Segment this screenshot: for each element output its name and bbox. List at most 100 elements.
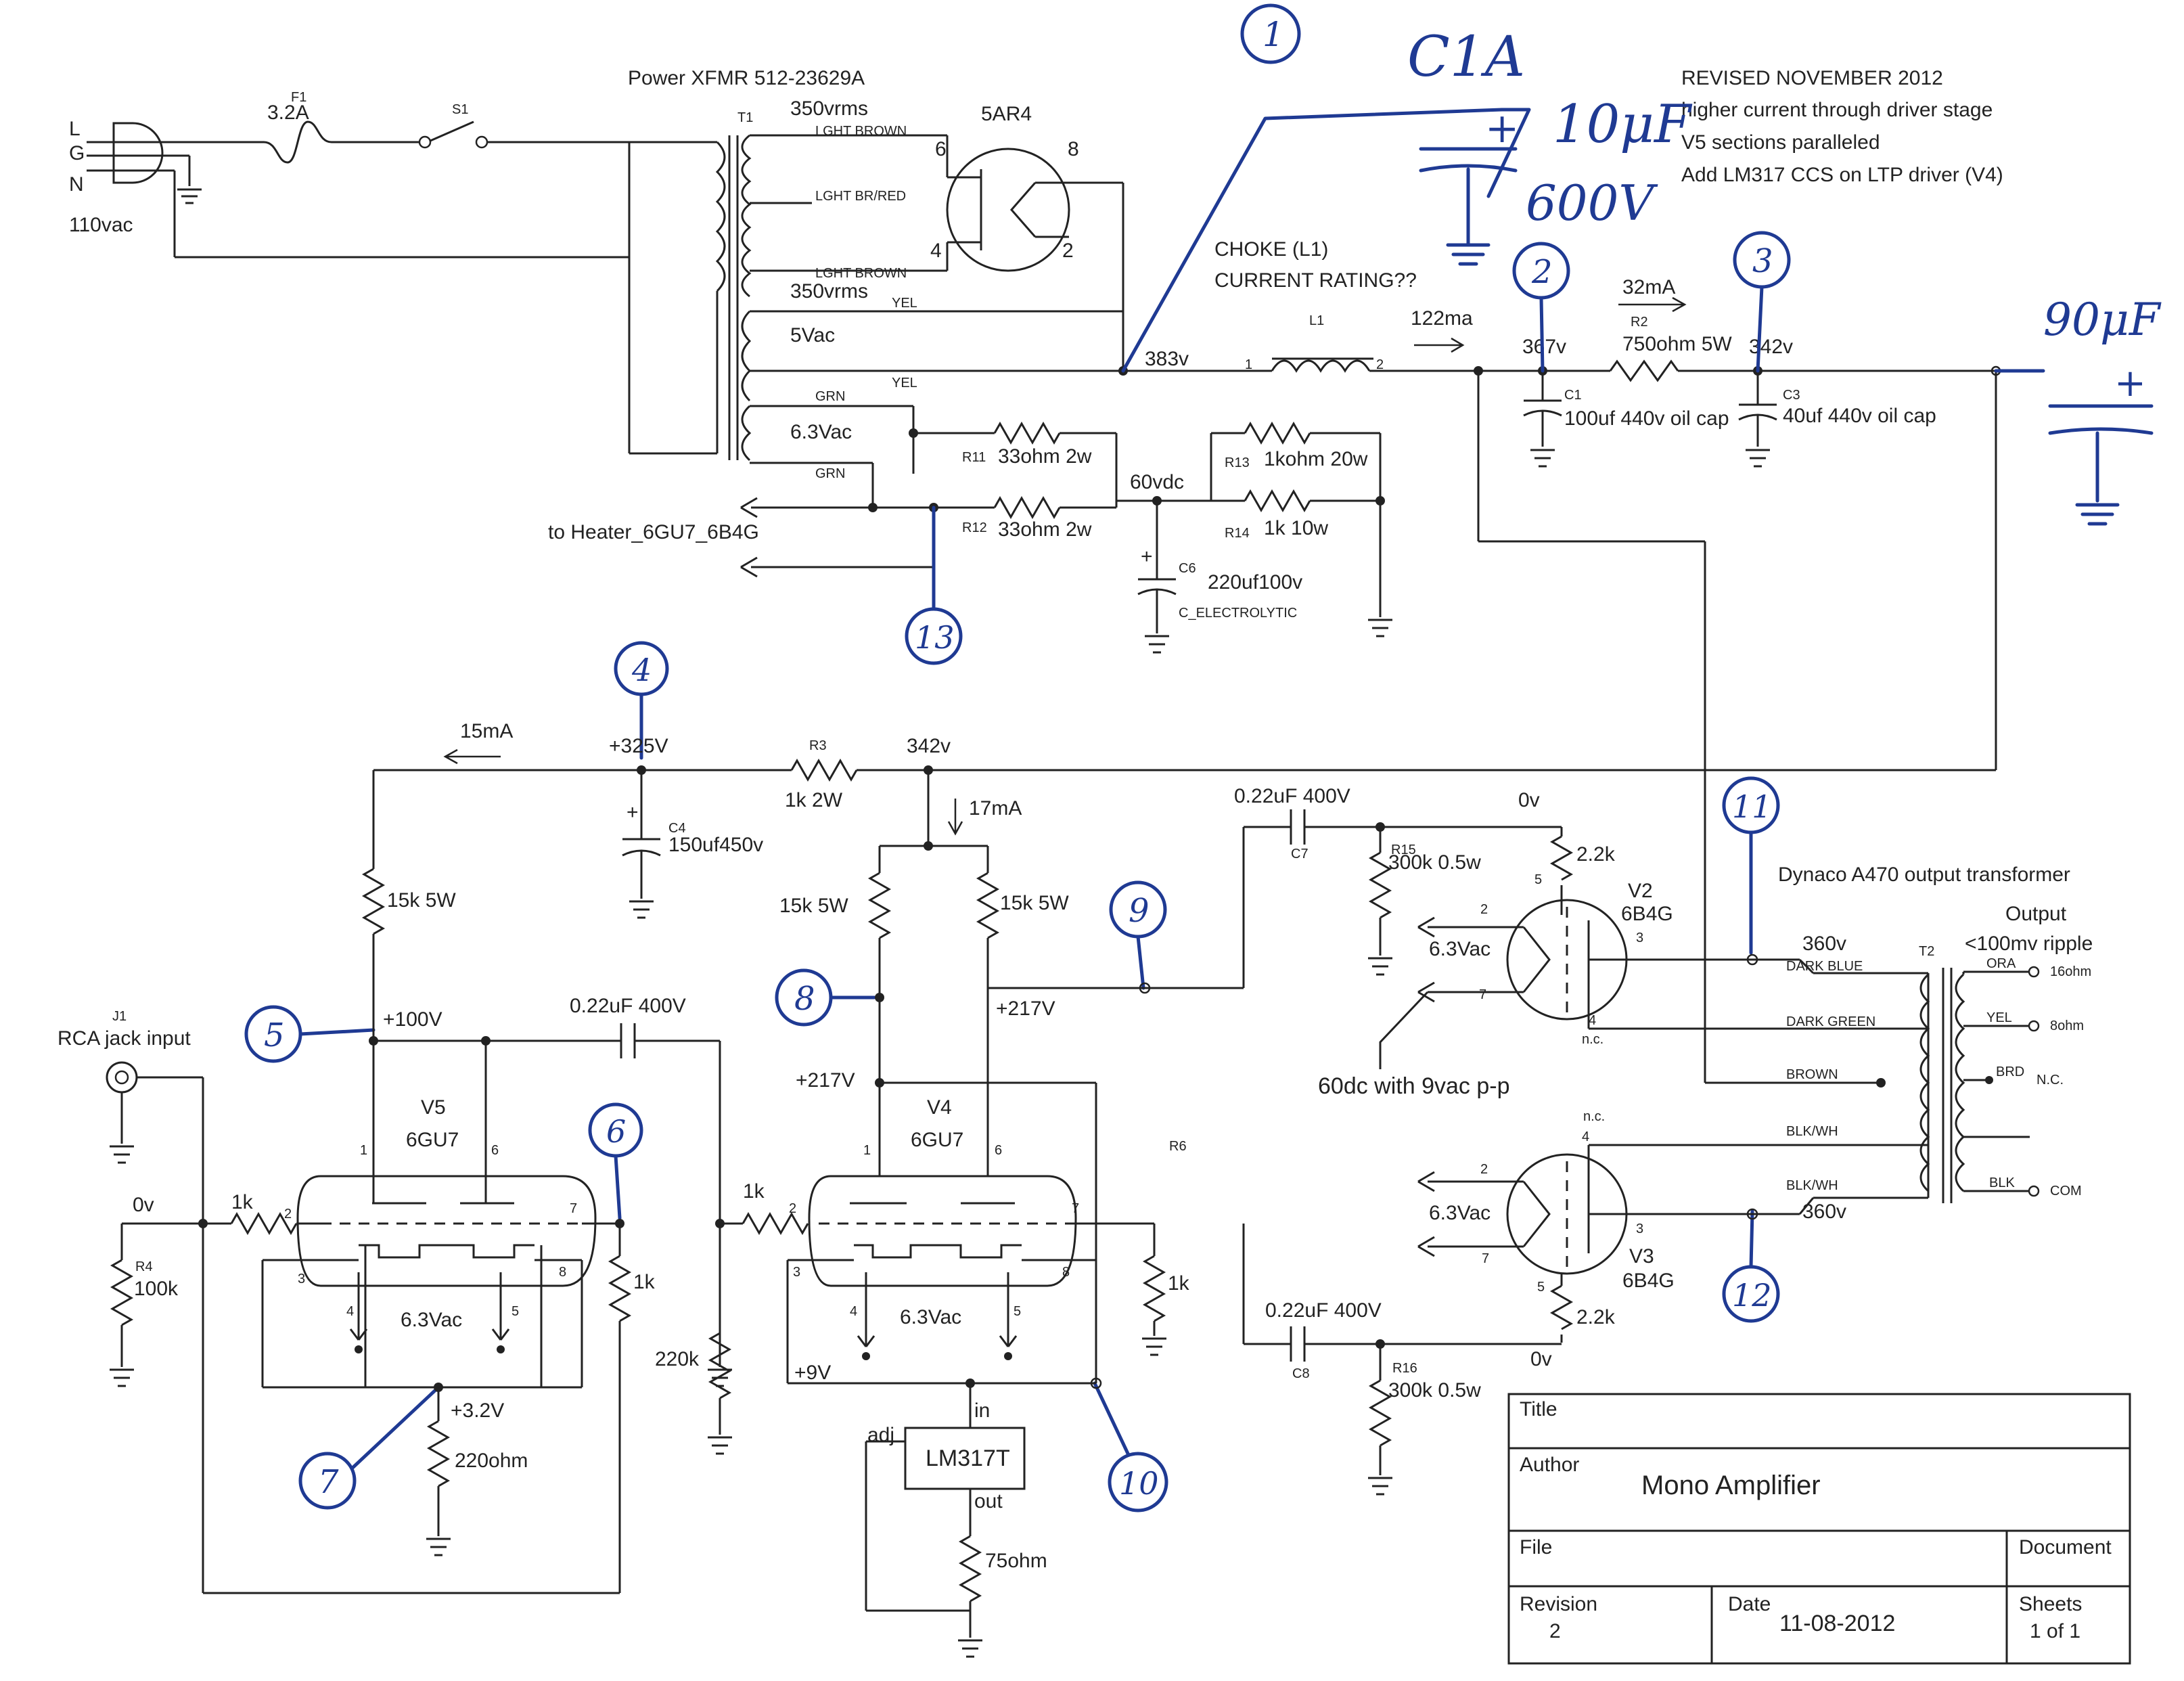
tube-v4 <box>708 1078 1166 1455</box>
v3-pin2: 2 <box>1480 1162 1488 1177</box>
marker-1: 1 <box>1240 3 1301 64</box>
yel2-label: YEL <box>892 376 917 390</box>
marker-11: 11 <box>1722 776 1780 834</box>
c1-value: 100uf 440v oil cap <box>1564 407 1729 430</box>
svg-text:11: 11 <box>1732 788 1772 825</box>
grn2-label: GRN <box>815 466 845 481</box>
power-transformer-t1 <box>628 134 1123 508</box>
switch-ref: S1 <box>452 102 468 117</box>
yel1-label: YEL <box>892 296 917 311</box>
v3-heater: 6.3Vac <box>1429 1202 1491 1224</box>
mains-g-label: G <box>69 142 85 164</box>
c4-ref: C4 <box>668 821 686 836</box>
r16-ref: R16 <box>1392 1361 1417 1376</box>
svg-text:7: 7 <box>318 1463 339 1501</box>
c4-value: 150uf450v <box>668 834 763 856</box>
v4-pin3: 3 <box>793 1265 800 1280</box>
v5-input-network <box>110 1211 620 1594</box>
wire-brown: BROWN <box>1786 1067 1838 1082</box>
cath-r-v5: 1k <box>633 1271 656 1293</box>
jack-ref: J1 <box>112 1009 127 1024</box>
marker-8: 8 <box>775 968 833 1027</box>
marker-4: 4 <box>614 641 669 696</box>
v4-pin7: 7 <box>1072 1201 1079 1216</box>
revision-notes: REVISED NOVEMBER 2012 higher current thr… <box>1681 67 2003 186</box>
mains-l-label: L <box>69 118 81 140</box>
r-220ohm: 220ohm <box>455 1450 528 1472</box>
marker-3: 3 <box>1733 231 1791 289</box>
node-3v2: +3.2V <box>451 1399 504 1422</box>
mains-plug <box>87 122 629 259</box>
v4-pin4: 4 <box>850 1304 857 1319</box>
revision-value: 2 <box>1549 1620 1561 1642</box>
lm317-out: out <box>974 1490 1003 1512</box>
rect-pin4: 4 <box>930 240 942 262</box>
c6-value: 220uf100v <box>1208 571 1302 593</box>
r2-ref: R2 <box>1631 315 1648 330</box>
v2-pin4: 4 <box>1589 1013 1596 1028</box>
revision-note-3: V5 sections paralleled <box>1681 131 1880 154</box>
mains-voltage-label: 110vac <box>69 214 133 236</box>
lbr-label: LGHT BR/RED <box>815 189 906 204</box>
wire-blkwh2: BLK/WH <box>1786 1178 1838 1193</box>
v5-type: 6GU7 <box>406 1129 459 1151</box>
handwritten-cap-c1a <box>1121 108 1531 373</box>
v360b: 360v <box>1802 1201 1846 1223</box>
r13-ref: R13 <box>1225 455 1250 470</box>
sheets-label: Sheets <box>2019 1593 2082 1615</box>
current-15ma: 15mA <box>460 720 513 742</box>
r-v4a-plate: 15k 5W <box>779 895 848 917</box>
wire-blkwh1: BLK/WH <box>1786 1124 1838 1139</box>
v5-pin8: 8 <box>559 1265 566 1280</box>
c8-ref: C8 <box>1292 1366 1310 1381</box>
v3-pin4: 4 <box>1582 1129 1589 1144</box>
heater-supply <box>740 421 1392 654</box>
file-label: File <box>1520 1536 1552 1559</box>
rectifier-type: 5AR4 <box>981 103 1032 125</box>
tap-8ohm: 8ohm <box>2050 1018 2084 1033</box>
current-arrow-32 <box>1618 296 1687 313</box>
r11-ref: R11 <box>962 450 986 465</box>
v5-pin1: 1 <box>360 1143 367 1158</box>
rect-pin8: 8 <box>1068 138 1079 160</box>
choke-current: 122ma <box>1411 307 1473 330</box>
v5-pin7: 7 <box>570 1201 577 1216</box>
node-217-a: +217V <box>796 1069 855 1092</box>
fil5-label: 5Vac <box>790 324 835 346</box>
c3-value: 40uf 440v oil cap <box>1783 405 1936 427</box>
revision-label: Revision <box>1520 1593 1597 1615</box>
sheets-value: 1 of 1 <box>2030 1620 2080 1642</box>
v4-pin5: 5 <box>1014 1304 1021 1319</box>
heater-note: 60dc with 9vac p-p <box>1318 1073 1510 1099</box>
marker-2: 2 <box>1512 242 1570 300</box>
cap90-label: 90μF <box>2043 294 2162 346</box>
r-2k2-v3: 2.2k <box>1576 1306 1616 1328</box>
v3-type: 6B4G <box>1622 1270 1675 1292</box>
r-2k2-v2: 2.2k <box>1576 843 1616 866</box>
choke-pin2: 2 <box>1376 357 1384 372</box>
zero-v5: 0v <box>133 1194 154 1216</box>
c7-value: 0.22uF 400V <box>1234 785 1350 807</box>
c1a-plus: + <box>1485 105 1519 152</box>
revision-note-2: higher current through driver stage <box>1681 99 1993 121</box>
tap-yel: YEL <box>1986 1010 2012 1025</box>
v4-pin6: 6 <box>995 1143 1002 1158</box>
r15-ref: R15 <box>1391 843 1416 857</box>
v3-pin5: 5 <box>1537 1280 1545 1295</box>
rca-jack[interactable] <box>106 1061 204 1224</box>
handwritten-cap-90uf <box>1994 369 2154 526</box>
wire-dark-blue: DARK BLUE <box>1786 959 1863 974</box>
fil63-label: 6.3Vac <box>790 421 852 443</box>
output-transformer-t2 <box>1705 958 2040 1215</box>
tap-com: COM <box>2050 1184 2082 1198</box>
c1a-label: C1A <box>1407 25 1525 89</box>
c6-type: C_ELECTROLYTIC <box>1179 606 1297 621</box>
rect-pin2: 2 <box>1062 240 1074 262</box>
r16-value: 300k 0.5w <box>1388 1379 1481 1402</box>
r14-value: 1k 10w <box>1264 517 1328 539</box>
capacitor-c1 <box>1523 371 1562 468</box>
r-v5-plate: 15k 5W <box>387 889 456 912</box>
node-383: 383v <box>1145 348 1189 370</box>
c1-ref: C1 <box>1564 388 1582 403</box>
